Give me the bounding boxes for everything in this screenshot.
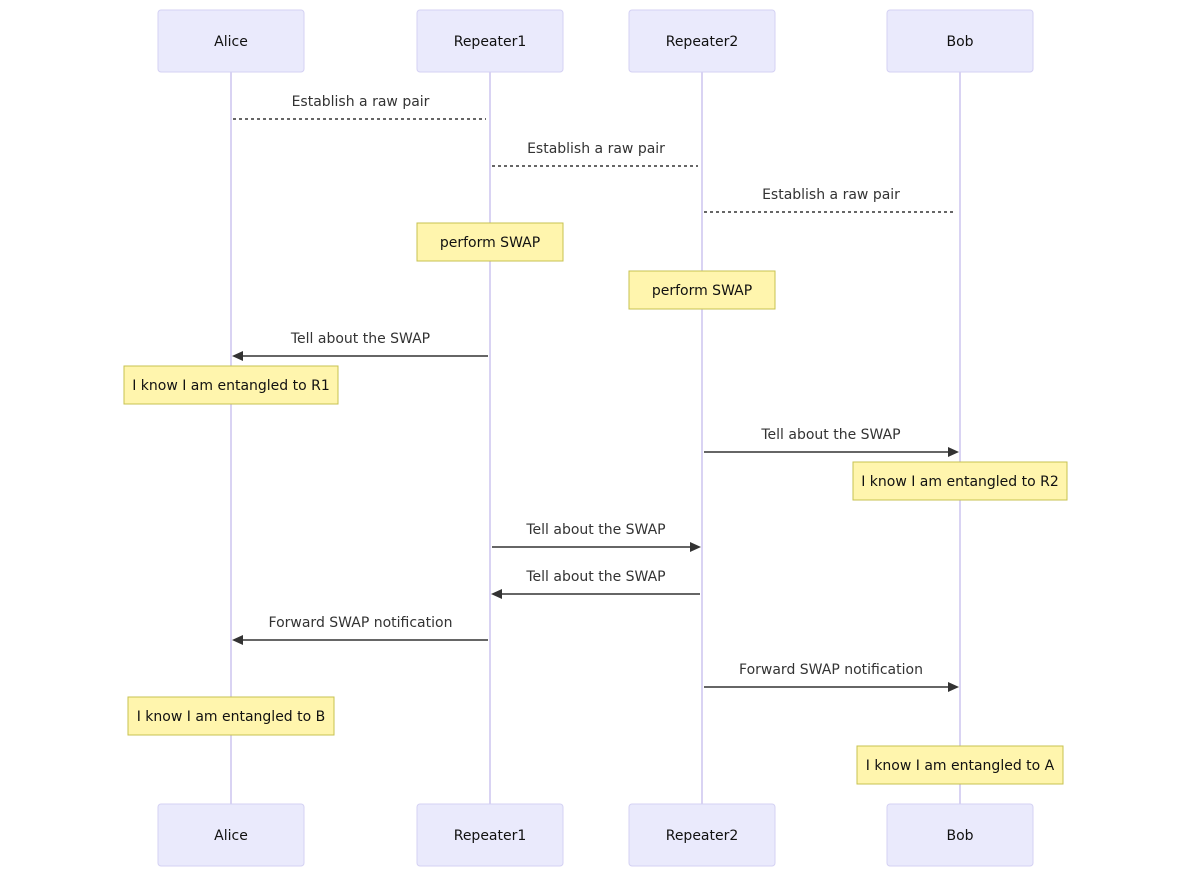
- note-box: [856, 745, 1064, 785]
- arrowhead-icon: [948, 682, 959, 692]
- actor-box: [886, 9, 1034, 73]
- note-box: [416, 222, 564, 262]
- note-label: perform SWAP: [652, 283, 752, 299]
- message-label: Forward SWAP notification: [269, 615, 453, 631]
- actor-label: Alice: [214, 34, 248, 50]
- note-box: [123, 365, 339, 405]
- arrowhead-icon: [491, 589, 502, 599]
- note-box: [852, 461, 1068, 501]
- message-label: Tell about the SWAP: [290, 331, 430, 347]
- message-label: Tell about the SWAP: [760, 427, 900, 443]
- actor-repeater1-bottom: Repeater1: [416, 803, 564, 867]
- note: perform SWAP: [628, 270, 776, 310]
- actor-box: [157, 803, 305, 867]
- message-label: Tell about the SWAP: [525, 569, 665, 585]
- actor-label: Bob: [946, 828, 973, 844]
- actor-label: Repeater2: [666, 34, 739, 50]
- note-label: I know I am entangled to B: [137, 709, 326, 725]
- actor-bob-top: Bob: [886, 9, 1034, 73]
- message: Forward SWAP notification: [232, 615, 488, 645]
- actor-box: [416, 803, 564, 867]
- note: I know I am entangled to R1: [123, 365, 339, 405]
- message: Tell about the SWAP: [704, 427, 959, 457]
- actor-repeater2-top: Repeater2: [628, 9, 776, 73]
- actor-box: [416, 9, 564, 73]
- actor-label: Repeater2: [666, 828, 739, 844]
- actor-box: [628, 9, 776, 73]
- message: Tell about the SWAP: [491, 569, 700, 599]
- actor-label: Repeater1: [454, 828, 527, 844]
- message-label: Establish a raw pair: [292, 94, 430, 110]
- actor-box: [628, 803, 776, 867]
- note-label: perform SWAP: [440, 235, 540, 251]
- actor-alice-bottom: Alice: [157, 803, 305, 867]
- actor-repeater2-bottom: Repeater2: [628, 803, 776, 867]
- message: Establish a raw pair: [492, 141, 698, 167]
- note: I know I am entangled to A: [856, 745, 1064, 785]
- message: Tell about the SWAP: [232, 331, 488, 361]
- message: Establish a raw pair: [233, 94, 486, 120]
- arrowhead-icon: [232, 351, 243, 361]
- message: Tell about the SWAP: [492, 522, 701, 552]
- note: perform SWAP: [416, 222, 564, 262]
- message-label: Establish a raw pair: [762, 187, 900, 203]
- arrowhead-icon: [948, 447, 959, 457]
- arrowhead-icon: [690, 542, 701, 552]
- actor-alice-top: Alice: [157, 9, 305, 73]
- note: I know I am entangled to R2: [852, 461, 1068, 501]
- message-label: Establish a raw pair: [527, 141, 665, 157]
- note-box: [127, 696, 335, 736]
- actor-label: Bob: [946, 34, 973, 50]
- note-label: I know I am entangled to R1: [132, 378, 330, 394]
- actor-repeater1-top: Repeater1: [416, 9, 564, 73]
- actor-box: [886, 803, 1034, 867]
- note-label: I know I am entangled to R2: [861, 474, 1059, 490]
- actor-label: Repeater1: [454, 34, 527, 50]
- note: I know I am entangled to B: [127, 696, 335, 736]
- message-label: Tell about the SWAP: [525, 522, 665, 538]
- actor-label: Alice: [214, 828, 248, 844]
- message: Forward SWAP notification: [704, 662, 959, 692]
- message-label: Forward SWAP notification: [739, 662, 923, 678]
- note-box: [628, 270, 776, 310]
- actor-bob-bottom: Bob: [886, 803, 1034, 867]
- message: Establish a raw pair: [704, 187, 956, 213]
- arrowhead-icon: [232, 635, 243, 645]
- actor-box: [157, 9, 305, 73]
- note-label: I know I am entangled to A: [866, 758, 1055, 774]
